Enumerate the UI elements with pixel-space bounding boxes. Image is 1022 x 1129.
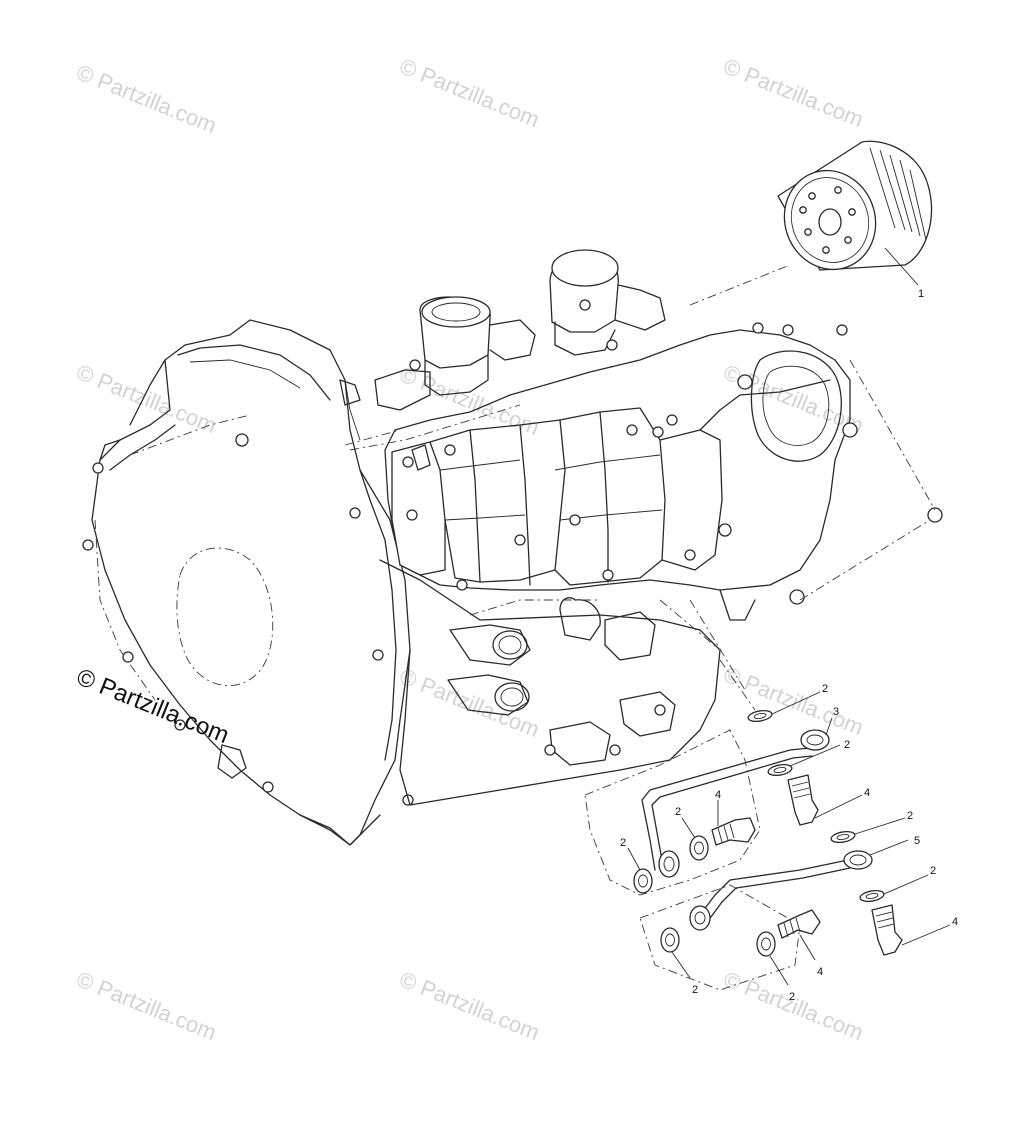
callout-washer[interactable]: 2: [844, 739, 850, 751]
banjo-bolt[interactable]: [711, 817, 756, 846]
washer[interactable]: [660, 927, 680, 953]
callout-washer[interactable]: 2: [822, 683, 828, 695]
oil-filter[interactable]: [771, 140, 933, 282]
washer[interactable]: [747, 709, 773, 723]
washer[interactable]: [633, 868, 653, 894]
watermark: © Partzilla.com: [720, 53, 867, 132]
washer[interactable]: [756, 931, 776, 957]
cylinder-block: [384, 322, 943, 621]
watermark: © Partzilla.com: [720, 966, 867, 1045]
callout-banjo-bolt[interactable]: 4: [715, 789, 721, 801]
callout-washer[interactable]: 2: [620, 837, 626, 849]
watermark: © Partzilla.com: [73, 966, 220, 1045]
banjo-bolt[interactable]: [777, 909, 821, 939]
watermark: © Partzilla.com: [73, 59, 220, 138]
leader-dash-b: [689, 599, 746, 691]
washer[interactable]: [767, 763, 793, 777]
callout-banjo-bolt[interactable]: 4: [817, 966, 823, 978]
washer[interactable]: [689, 835, 709, 861]
callout-washer[interactable]: 2: [692, 984, 698, 996]
filter-centerline: [689, 264, 791, 306]
watermark: © Partzilla.com: [720, 661, 867, 740]
case-centerline: [349, 404, 521, 451]
group-box-upper: [584, 729, 761, 896]
watermark: © Partzilla.com: [396, 966, 543, 1045]
callout-oil-line-lower[interactable]: 5: [914, 835, 920, 847]
callout-oil-filter[interactable]: 1: [918, 288, 924, 300]
callout-banjo-bolt[interactable]: 4: [864, 787, 870, 799]
watermark-group: © Partzilla.com © Partzilla.com © Partzi…: [73, 53, 867, 1045]
leader-lines: [627, 247, 951, 986]
intake-tubes: [374, 249, 666, 411]
oil-line-lower[interactable]: [689, 850, 873, 931]
group-box-lower: [639, 884, 801, 991]
oil-line-upper[interactable]: [641, 729, 830, 878]
callout-washer[interactable]: 2: [789, 991, 795, 1003]
washer[interactable]: [830, 830, 856, 844]
watermark-main: © Partzilla.com: [73, 664, 233, 750]
washer[interactable]: [859, 889, 885, 903]
callout-washer[interactable]: 2: [907, 810, 913, 822]
callout-banjo-bolt[interactable]: 4: [952, 916, 958, 928]
callout-washer[interactable]: 2: [930, 865, 936, 877]
callout-washer[interactable]: 2: [675, 806, 681, 818]
callout-oil-line-upper[interactable]: 3: [833, 706, 839, 718]
banjo-bolt[interactable]: [871, 904, 903, 956]
engine-side-cover: [82, 319, 414, 846]
watermark: © Partzilla.com: [396, 53, 543, 132]
crankcase: [379, 559, 721, 806]
callout-labels: 1 2 3 2 4 2 5 2 4 4 2 2 2 2 4: [620, 288, 958, 1003]
banjo-bolt[interactable]: [787, 774, 819, 826]
